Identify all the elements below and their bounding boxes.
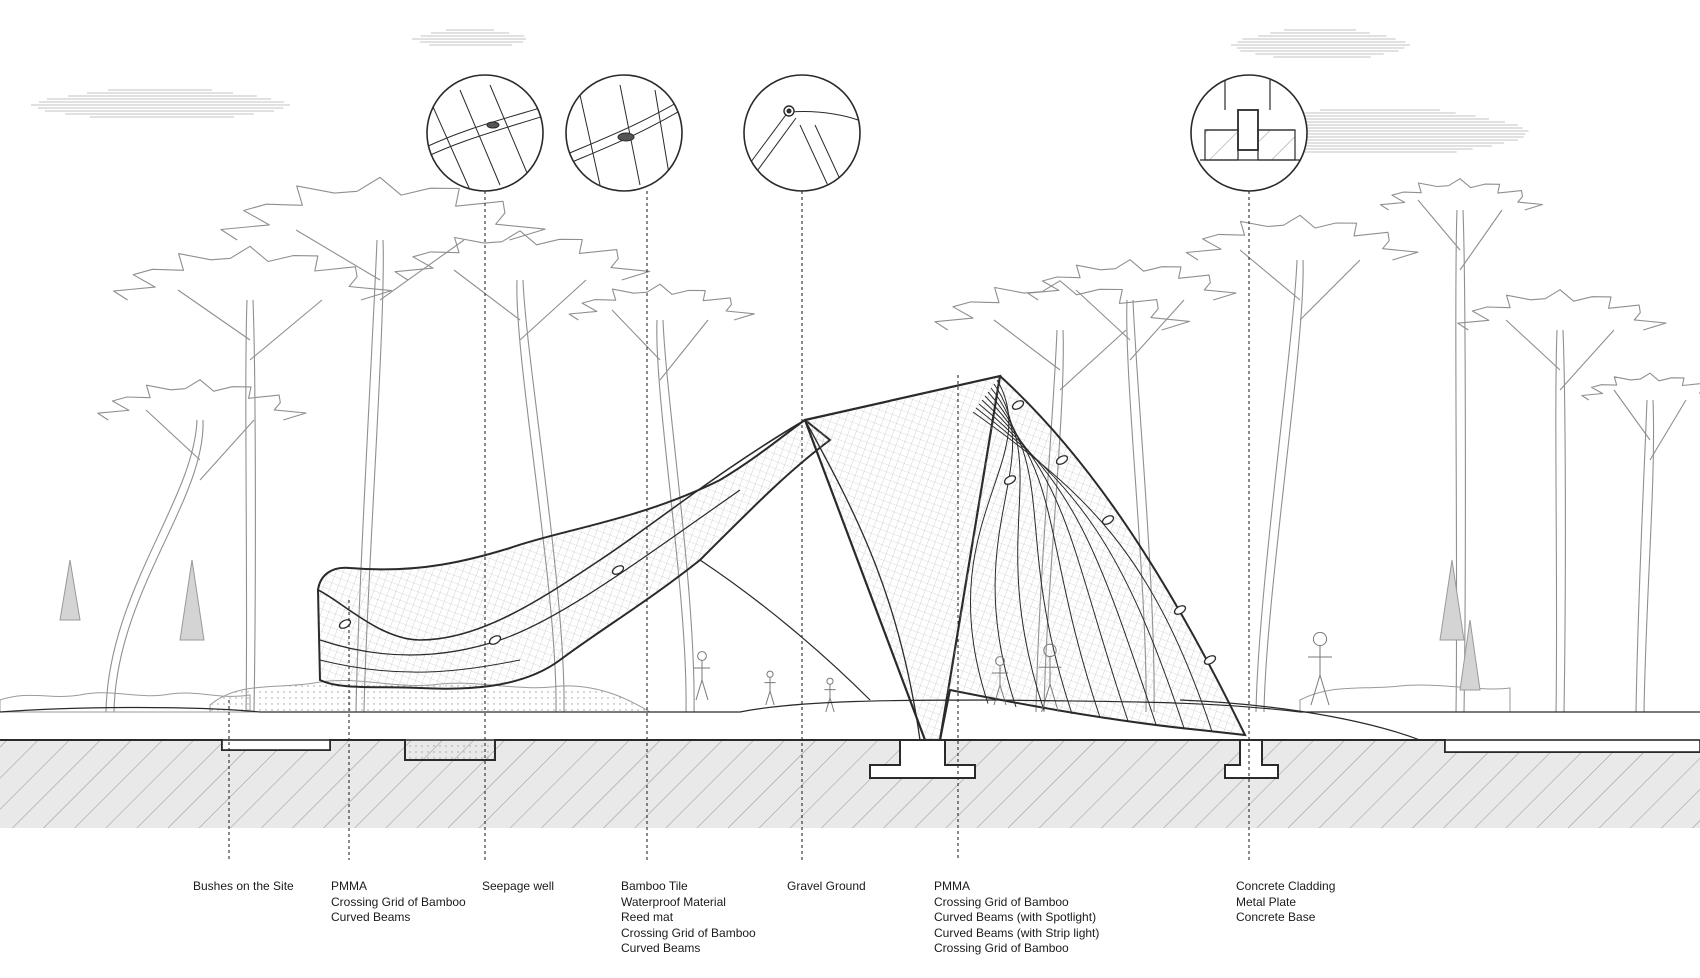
callout-line: Crossing Grid of Bamboo — [934, 941, 1069, 955]
detail-circle-4 — [1190, 74, 1308, 192]
bushes — [0, 559, 1511, 713]
detail-circle-1 — [426, 74, 544, 192]
callout-line: Curved Beams (with Strip light) — [934, 925, 1100, 940]
callout-line: Concrete Base — [1236, 910, 1316, 924]
background-trees — [97, 176, 1700, 713]
callout-line: Metal Plate — [1236, 894, 1297, 909]
callout-roof: Bamboo Tile Waterproof Material Reed mat… — [621, 879, 756, 957]
callout-line: PMMA — [331, 879, 367, 893]
callout-line: Crossing Grid of Bamboo — [621, 925, 756, 940]
callout-gravel: Gravel Ground — [787, 879, 866, 895]
callout-line: PMMA — [934, 879, 970, 893]
callout-line: Bamboo Tile — [621, 879, 688, 893]
detail-circle-2 — [565, 74, 683, 192]
callout-foundation: Concrete Cladding Metal Plate Concrete B… — [1236, 879, 1335, 926]
callout-line: Waterproof Material — [621, 894, 726, 909]
callout-line: Curved Beams — [331, 910, 411, 924]
callout-line: Reed mat — [621, 910, 674, 924]
callout-pmma-left: PMMA Crossing Grid of Bamboo Curved Beam… — [331, 879, 466, 926]
callout-seepage: Seepage well — [482, 879, 554, 895]
people-silhouettes — [694, 631, 1332, 713]
detail-circles — [426, 74, 1308, 192]
callout-line: Seepage well — [482, 879, 555, 893]
callout-line: Crossing Grid of Bamboo — [331, 894, 466, 909]
detail-circle-3 — [743, 74, 861, 192]
callout-line: Curved Beams (with Spotlight) — [934, 910, 1097, 924]
pavilion — [316, 374, 1247, 742]
callout-line: Curved Beams — [621, 941, 701, 955]
callout-line: Gravel Ground — [787, 879, 866, 893]
ground — [0, 699, 1700, 828]
callout-line: Bushes on the Site — [193, 879, 294, 893]
callout-line: Concrete Cladding — [1236, 879, 1336, 893]
callout-bushes: Bushes on the Site — [193, 879, 294, 895]
leader-lines — [228, 191, 1250, 860]
callout-pmma-right: PMMA Crossing Grid of Bamboo Curved Beam… — [934, 879, 1099, 957]
clouds — [31, 29, 1529, 153]
callout-line: Crossing Grid of Bamboo — [934, 894, 1069, 909]
